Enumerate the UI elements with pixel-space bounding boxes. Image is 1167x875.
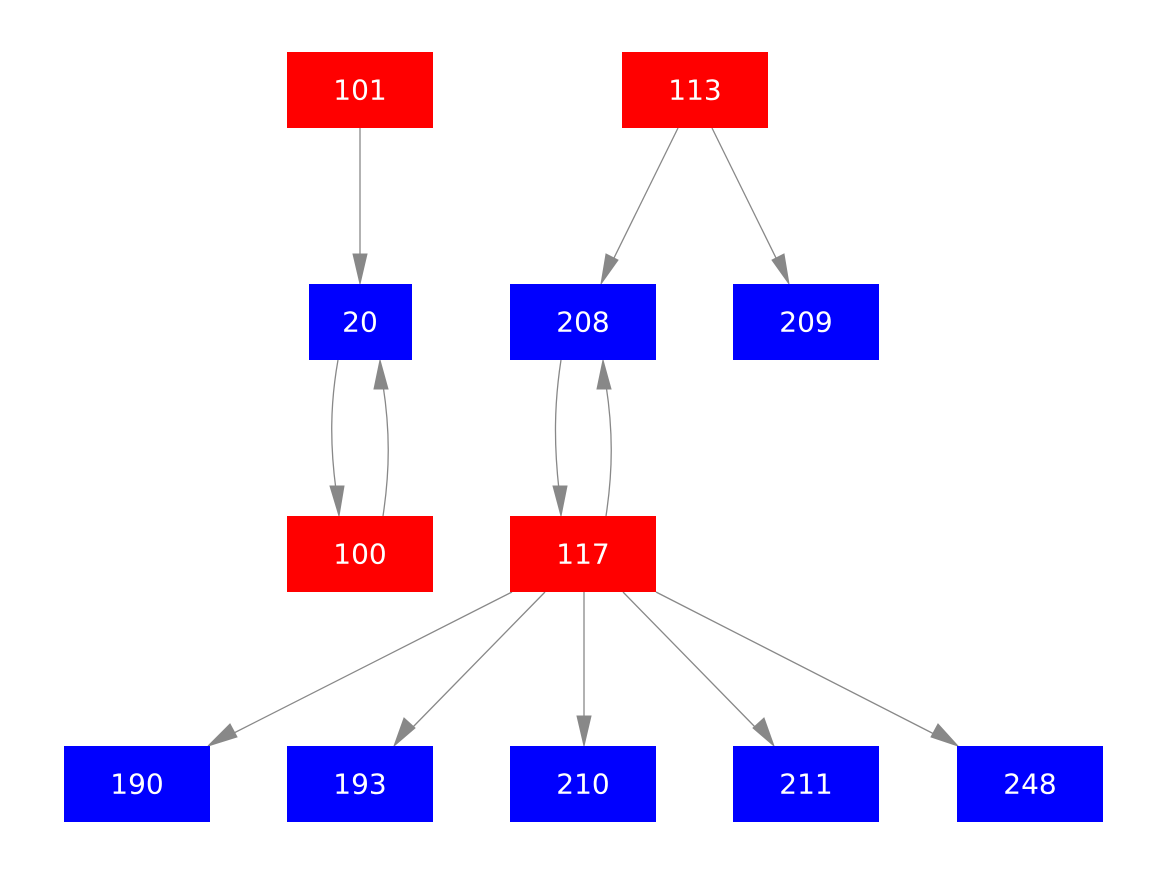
edge-208-to-117 xyxy=(552,359,568,517)
node-101[interactable]: 101 xyxy=(287,52,433,128)
node-248-label: 248 xyxy=(1003,768,1056,801)
node-193-label: 193 xyxy=(333,768,386,801)
node-193[interactable]: 193 xyxy=(287,746,433,822)
edge-117-to-248 xyxy=(655,591,960,748)
node-101-label: 101 xyxy=(333,74,386,107)
edge-113-to-208 xyxy=(600,127,679,285)
edge-113-to-209 xyxy=(711,127,790,285)
node-208[interactable]: 208 xyxy=(510,284,656,360)
node-190-label: 190 xyxy=(110,768,163,801)
node-117[interactable]: 117 xyxy=(510,516,656,592)
node-209[interactable]: 209 xyxy=(733,284,879,360)
edge-101-to-20 xyxy=(352,128,368,285)
edge-20-to-100 xyxy=(329,359,345,517)
edge-117-to-190 xyxy=(207,591,513,747)
edge-117-to-210 xyxy=(576,592,592,747)
node-20[interactable]: 20 xyxy=(309,284,412,360)
node-113[interactable]: 113 xyxy=(622,52,768,128)
edge-117-to-193 xyxy=(392,591,546,748)
edge-117-to-208 xyxy=(596,359,612,517)
node-209-label: 209 xyxy=(779,306,832,339)
edges-layer xyxy=(207,127,960,748)
nodes-layer: 101 113 20 208 209 100 117 190 xyxy=(64,52,1103,822)
node-248[interactable]: 248 xyxy=(957,746,1103,822)
node-100-label: 100 xyxy=(333,538,386,571)
node-211[interactable]: 211 xyxy=(733,746,879,822)
node-211-label: 211 xyxy=(779,768,832,801)
edge-100-to-20 xyxy=(373,359,389,517)
node-100[interactable]: 100 xyxy=(287,516,433,592)
node-113-label: 113 xyxy=(668,74,721,107)
node-20-label: 20 xyxy=(342,306,378,339)
edge-117-to-211 xyxy=(622,591,776,748)
node-208-label: 208 xyxy=(556,306,609,339)
node-117-label: 117 xyxy=(556,538,609,571)
node-210[interactable]: 210 xyxy=(510,746,656,822)
node-210-label: 210 xyxy=(556,768,609,801)
node-190[interactable]: 190 xyxy=(64,746,210,822)
